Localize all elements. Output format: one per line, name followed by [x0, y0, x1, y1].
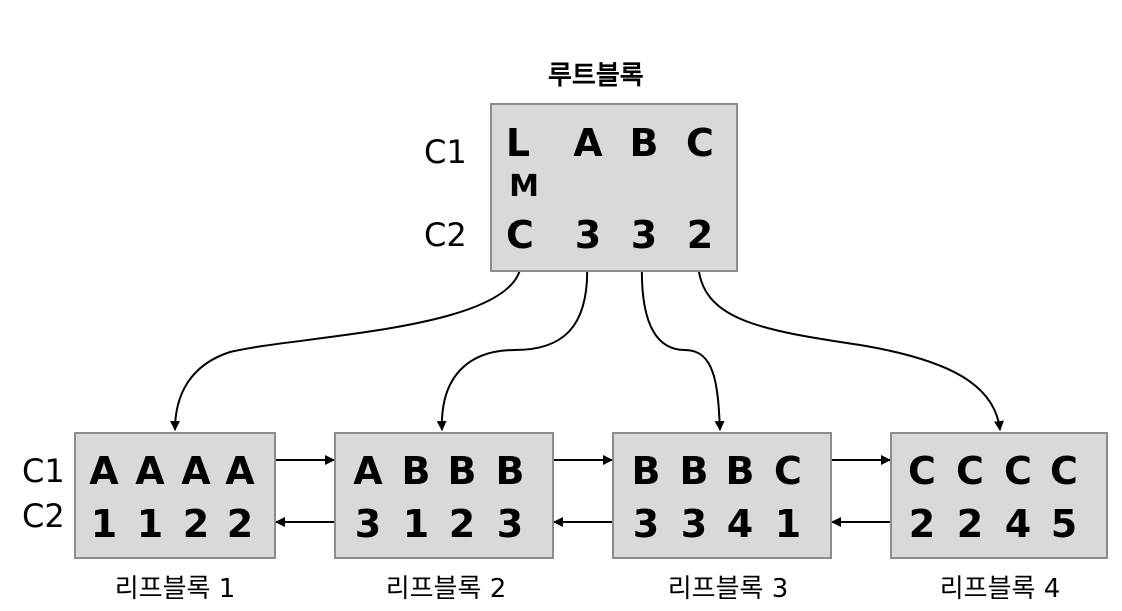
leaf2-c2-cell-3: 2	[448, 502, 476, 546]
leaf1-c1-cell-2: A	[135, 449, 165, 493]
leaf1-c2-cell-2: 1	[136, 502, 164, 546]
leaf-block-3-caption: 리프블록 3	[667, 574, 789, 604]
leaf2-c1-cell-2: B	[401, 449, 431, 493]
root-row-label-c2: C2	[424, 216, 467, 254]
leaf-row-label-c2: C2	[22, 497, 65, 535]
leaf3-c2-cell-1: 3	[632, 502, 660, 546]
leaf4-c1-cell-3: C	[1004, 449, 1032, 493]
leaf4-c1-cell-1: C	[908, 449, 936, 493]
leaf2-c2-cell-2: 1	[402, 502, 430, 546]
root-block: L A B C M C 3 3 2	[490, 103, 738, 272]
leaf3-c1-cell-3: B	[725, 449, 755, 493]
leaf-block-1: A A A A 1 1 2 2	[74, 432, 276, 559]
leaf4-c1-cell-4: C	[1050, 449, 1078, 493]
leaf2-c1-cell-1: A	[353, 449, 383, 493]
leaf4-c2-cell-1: 2	[908, 502, 936, 546]
leaf1-c2-cell-3: 2	[182, 502, 210, 546]
root-to-leaf2-arrow	[436, 261, 589, 431]
root-c1-cell-2: A	[573, 121, 603, 165]
leaf1-c1-cell-3: A	[181, 449, 211, 493]
root-to-leaf3-arrow	[640, 261, 725, 431]
leaf4-c2-cell-3: 4	[1004, 502, 1032, 546]
leaf1-c1-cell-4: A	[225, 449, 255, 493]
root-c1-cell-1: L	[505, 121, 531, 165]
root-to-leaf1-arrow	[170, 261, 522, 431]
root-row-label-c1: C1	[424, 133, 467, 171]
leaf4-c2-cell-4: 5	[1050, 502, 1078, 546]
leaf-block-4-caption: 리프블록 4	[939, 574, 1061, 604]
leaf2-c2-cell-4: 3	[496, 502, 524, 546]
leaf3-c2-cell-3: 4	[726, 502, 754, 546]
root-c2-cell-2: 3	[574, 213, 602, 257]
root-c2-cell-1: C	[506, 213, 534, 257]
leaf-block-2: A B B B 3 1 2 3	[334, 432, 554, 559]
leaf1-c2-cell-4: 2	[226, 502, 254, 546]
leaf4-c1-cell-2: C	[956, 449, 984, 493]
leaf2-c2-cell-1: 3	[354, 502, 382, 546]
root-c2-cell-3: 3	[630, 213, 658, 257]
leaf-block-4: C C C C 2 2 4 5	[890, 432, 1108, 559]
root-c2-cell-4: 2	[686, 213, 714, 257]
leaf2-c1-cell-4: B	[495, 449, 525, 493]
leaf1-c2-cell-1: 1	[90, 502, 118, 546]
leaf3-c1-cell-1: B	[631, 449, 661, 493]
leaf3-c1-cell-4: C	[774, 449, 802, 493]
leaf1-c1-cell-1: A	[89, 449, 119, 493]
root-c1-extra: M	[509, 169, 539, 204]
leaf-row-label-c1: C1	[22, 452, 65, 490]
root-c1-cell-3: B	[629, 121, 659, 165]
leaf3-c2-cell-4: 1	[774, 502, 802, 546]
leaf2-c1-cell-3: B	[447, 449, 477, 493]
root-block-title: 루트블록	[548, 61, 644, 91]
leaf-block-2-caption: 리프블록 2	[385, 574, 507, 604]
leaf4-c2-cell-2: 2	[956, 502, 984, 546]
root-to-leaf4-arrow	[697, 261, 1004, 431]
root-c1-cell-4: C	[686, 121, 714, 165]
leaf-block-3: B B B C 3 3 4 1	[612, 432, 832, 559]
leaf-block-1-caption: 리프블록 1	[114, 574, 236, 604]
leaf3-c1-cell-2: B	[679, 449, 709, 493]
leaf3-c2-cell-2: 3	[680, 502, 708, 546]
